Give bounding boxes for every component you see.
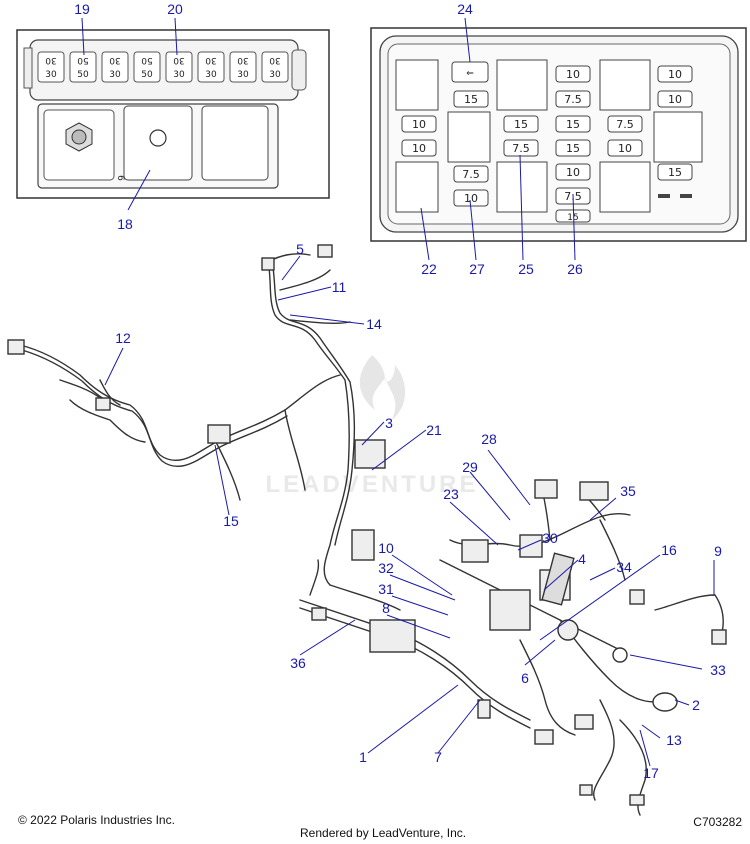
svg-text:50: 50: [141, 70, 153, 80]
svg-text:30: 30: [45, 55, 57, 65]
callout-32: 32: [378, 560, 394, 576]
svg-text:50: 50: [77, 55, 89, 65]
callout-18: 18: [117, 216, 133, 232]
svg-text:10: 10: [566, 68, 580, 81]
svg-text:30: 30: [173, 70, 185, 80]
callout-6: 6: [521, 670, 529, 686]
callout-14: 14: [366, 316, 382, 332]
callout-28: 28: [481, 431, 497, 447]
svg-text:15: 15: [566, 118, 580, 131]
right-fuse-col-b: 15: [453, 90, 489, 108]
callout-26: 26: [567, 261, 583, 277]
svg-text:10: 10: [412, 142, 426, 155]
callout-24: 24: [457, 1, 473, 17]
svg-text:30: 30: [269, 70, 281, 80]
svg-text:10: 10: [566, 166, 580, 179]
callout-15: 15: [223, 513, 239, 529]
rendered-by-notice: Rendered by LeadVenture, Inc.: [300, 826, 467, 840]
callout-5: 5: [296, 241, 304, 257]
callout-30: 30: [542, 530, 558, 546]
left-fuse-box-inset: 30 50 30 50 30 30 30 30 30 50 30 50 30 3…: [16, 29, 330, 199]
left-fuse-bottom-labels: 30 50 30 50 30 30 30 30: [45, 70, 281, 80]
callout-35: 35: [620, 483, 636, 499]
svg-text:7.5: 7.5: [512, 142, 530, 155]
svg-text:30: 30: [109, 70, 121, 80]
svg-text:15: 15: [464, 93, 478, 106]
watermark: LEADVENTURE: [265, 355, 478, 498]
svg-text:7.5: 7.5: [564, 93, 582, 106]
callout-10: 10: [378, 540, 394, 556]
callout-27: 27: [469, 261, 485, 277]
svg-text:15: 15: [668, 166, 682, 179]
svg-text:50: 50: [77, 70, 89, 80]
callout-2: 2: [692, 697, 700, 713]
svg-text:7.5: 7.5: [616, 118, 634, 131]
svg-text:15: 15: [566, 142, 580, 155]
svg-text:50: 50: [141, 55, 153, 65]
svg-text:30: 30: [109, 55, 121, 65]
callout-36: 36: [290, 655, 306, 671]
callout-7: 7: [434, 749, 442, 765]
svg-text:30: 30: [205, 70, 217, 80]
callout-20: 20: [167, 1, 183, 17]
callout-19: 19: [74, 1, 90, 17]
svg-text:⇐: ⇐: [466, 69, 474, 79]
right-fuse-col-a: 10 10: [401, 115, 437, 157]
svg-text:30: 30: [45, 70, 57, 80]
callout-34: 34: [616, 559, 632, 575]
callout-29: 29: [462, 459, 478, 475]
callout-4: 4: [578, 551, 586, 567]
callout-numbers: 1 2 3 4 5 6 7 8 9 10 11 12 13 14 15 16 1…: [74, 1, 726, 781]
svg-text:30: 30: [173, 55, 185, 65]
leader-lines: [81, 17, 715, 767]
right-fuse-col-d: 15 7.5: [503, 115, 539, 157]
callout-13: 13: [666, 732, 682, 748]
svg-text:10: 10: [464, 192, 478, 205]
svg-text:10: 10: [618, 142, 632, 155]
harness-illustration: [7, 244, 727, 816]
right-fuse-col-g: 10 10 15: [657, 65, 693, 198]
svg-text:10: 10: [668, 68, 682, 81]
callout-8: 8: [382, 600, 390, 616]
right-fuse-box-inset: ⇐ 10 10 15 7.5 10 15 7.5 10 7.5: [370, 27, 747, 242]
callout-25: 25: [518, 261, 534, 277]
svg-text:15: 15: [514, 118, 528, 131]
svg-text:10: 10: [412, 118, 426, 131]
right-fuse-col-c: 7.5 10: [453, 165, 489, 207]
callout-3: 3: [385, 415, 393, 431]
left-inset-small-mark: 6: [115, 175, 125, 181]
callout-22: 22: [421, 261, 437, 277]
callout-9: 9: [714, 543, 722, 559]
left-fuse-top-labels: 30 50 30 50 30 30 30 30: [45, 55, 281, 65]
svg-text:15: 15: [567, 213, 578, 223]
svg-text:30: 30: [205, 55, 217, 65]
svg-text:10: 10: [668, 93, 682, 106]
callout-16: 16: [661, 542, 677, 558]
right-fuse-col-f: 7.5 10: [607, 115, 643, 157]
callout-1: 1: [359, 749, 367, 765]
callout-23: 23: [443, 486, 459, 502]
svg-text:30: 30: [237, 70, 249, 80]
svg-text:7.5: 7.5: [462, 168, 480, 181]
callout-17: 17: [643, 765, 659, 781]
callout-21: 21: [426, 422, 442, 438]
diagram-code: C703282: [693, 815, 742, 829]
callout-12: 12: [115, 330, 131, 346]
svg-text:30: 30: [269, 55, 281, 65]
copyright-notice: © 2022 Polaris Industries Inc.: [18, 813, 175, 827]
callout-31: 31: [378, 581, 394, 597]
callout-11: 11: [332, 279, 347, 295]
watermark-text: LEADVENTURE: [265, 471, 478, 498]
svg-text:30: 30: [237, 55, 249, 65]
left-fuse-slots: [37, 51, 289, 83]
callout-33: 33: [710, 662, 726, 678]
